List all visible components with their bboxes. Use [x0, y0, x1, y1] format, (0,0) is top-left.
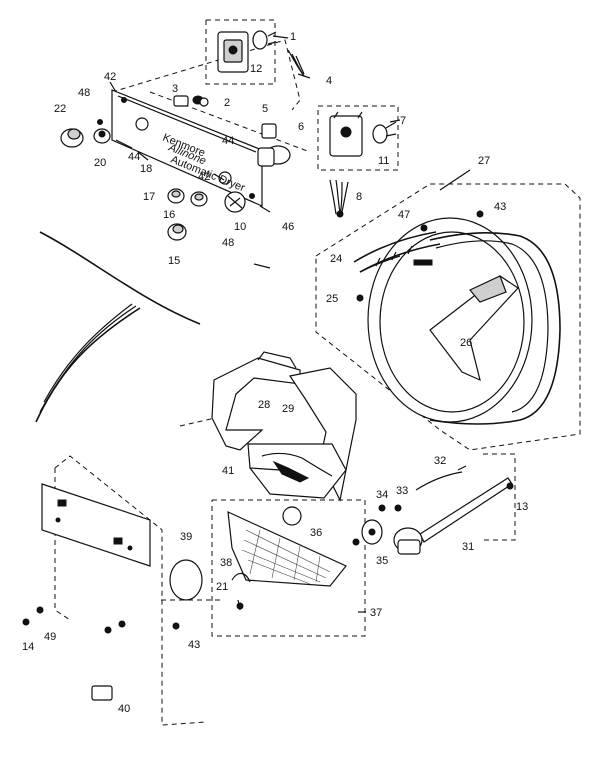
callout-label: 27	[478, 155, 490, 167]
callout-label: 29	[282, 403, 294, 415]
callout-label: 3	[172, 83, 178, 95]
callout-label: 32	[434, 455, 446, 467]
callout-label: 20	[94, 157, 106, 169]
callout-label: 43	[188, 639, 200, 651]
bulkhead-28	[211, 351, 357, 502]
knobs	[60, 128, 246, 241]
console-panel	[41, 483, 203, 701]
callout-label: 12	[250, 63, 262, 75]
sweep-lines	[35, 231, 201, 423]
callout-label: 6	[298, 121, 304, 133]
callout-label: 18	[140, 163, 152, 175]
control-panel-18: Kenmore Allinone Automatic Dryer	[111, 89, 263, 207]
wire-harness-8	[329, 179, 349, 218]
callout-label: 22	[54, 103, 66, 115]
callout-label: 2	[224, 97, 230, 109]
callout-label: 49	[44, 631, 56, 643]
callout-label: 39	[180, 531, 192, 543]
callout-label: 10	[234, 221, 246, 233]
callout-label: 31	[462, 541, 474, 553]
callout-label: 36	[310, 527, 322, 539]
callout-label: 7	[400, 115, 406, 127]
callout-label: 43	[494, 201, 506, 213]
callout-label: 42	[104, 71, 116, 83]
callout-label: 48	[222, 237, 234, 249]
callout-label: 38	[220, 557, 232, 569]
callout-label: 16	[163, 209, 175, 221]
callout-label: 21	[216, 581, 228, 593]
callout-label: 1	[290, 31, 296, 43]
hardware	[22, 119, 514, 634]
callout-label: 35	[376, 555, 388, 567]
callout-label: 4	[326, 75, 332, 87]
callout-label: 15	[168, 255, 180, 267]
callout-label: 37	[370, 607, 382, 619]
assembly-outlines	[54, 19, 581, 726]
callout-label: 41	[222, 465, 234, 477]
lint-screen-36	[227, 506, 347, 611]
drum-27	[353, 217, 561, 425]
callout-label: 28	[258, 399, 270, 411]
callout-label: 47	[398, 209, 410, 221]
callout-label: 44	[222, 135, 234, 147]
timer-part-1	[217, 30, 305, 77]
callout-label: 25	[326, 293, 338, 305]
callout-label: 33	[396, 485, 408, 497]
callout-label: 24	[330, 253, 342, 265]
callout-label: 8	[356, 191, 362, 203]
callout-label: 11	[378, 155, 389, 167]
leader-lines	[109, 35, 471, 613]
callout-label: 14	[22, 641, 34, 653]
callout-label: 42	[198, 171, 210, 183]
callout-label: 48	[78, 87, 90, 99]
callout-label: 34	[376, 489, 388, 501]
callout-label: 5	[262, 103, 268, 115]
callout-label: 13	[516, 501, 528, 513]
callout-label: 26	[460, 337, 472, 349]
heater-assembly	[352, 465, 513, 555]
switch-parts	[173, 95, 291, 167]
timer-part-7	[329, 111, 397, 157]
callout-label: 17	[143, 191, 155, 203]
callout-label: 40	[118, 703, 130, 715]
callout-label: 46	[282, 221, 294, 233]
callout-labels: 1 12 4 42 3 2 22 48 20 44 5 6 7 11 18 27…	[22, 31, 528, 715]
callout-label: 44	[128, 151, 140, 163]
